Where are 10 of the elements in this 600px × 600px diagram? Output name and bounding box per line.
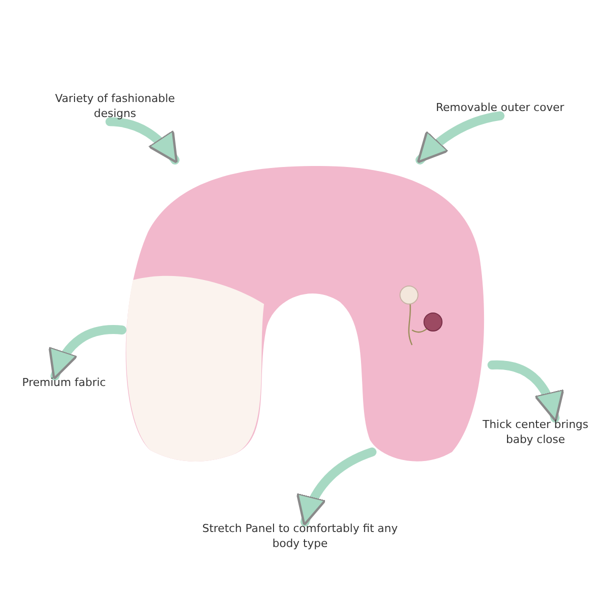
callout-text: Variety of fashionable designs xyxy=(50,92,180,122)
curved-arrow xyxy=(50,325,126,380)
curved-arrow xyxy=(416,111,504,164)
callout-text: Removable outer cover xyxy=(420,101,580,116)
callout-text: Premium fabric xyxy=(14,376,114,391)
callout-text: Thick center brings baby close xyxy=(478,418,593,448)
curved-arrow xyxy=(488,360,564,422)
curved-arrow xyxy=(297,448,376,526)
curved-arrow xyxy=(106,117,180,164)
callout-text: Stretch Panel to comfortably fit any body type xyxy=(190,522,410,552)
